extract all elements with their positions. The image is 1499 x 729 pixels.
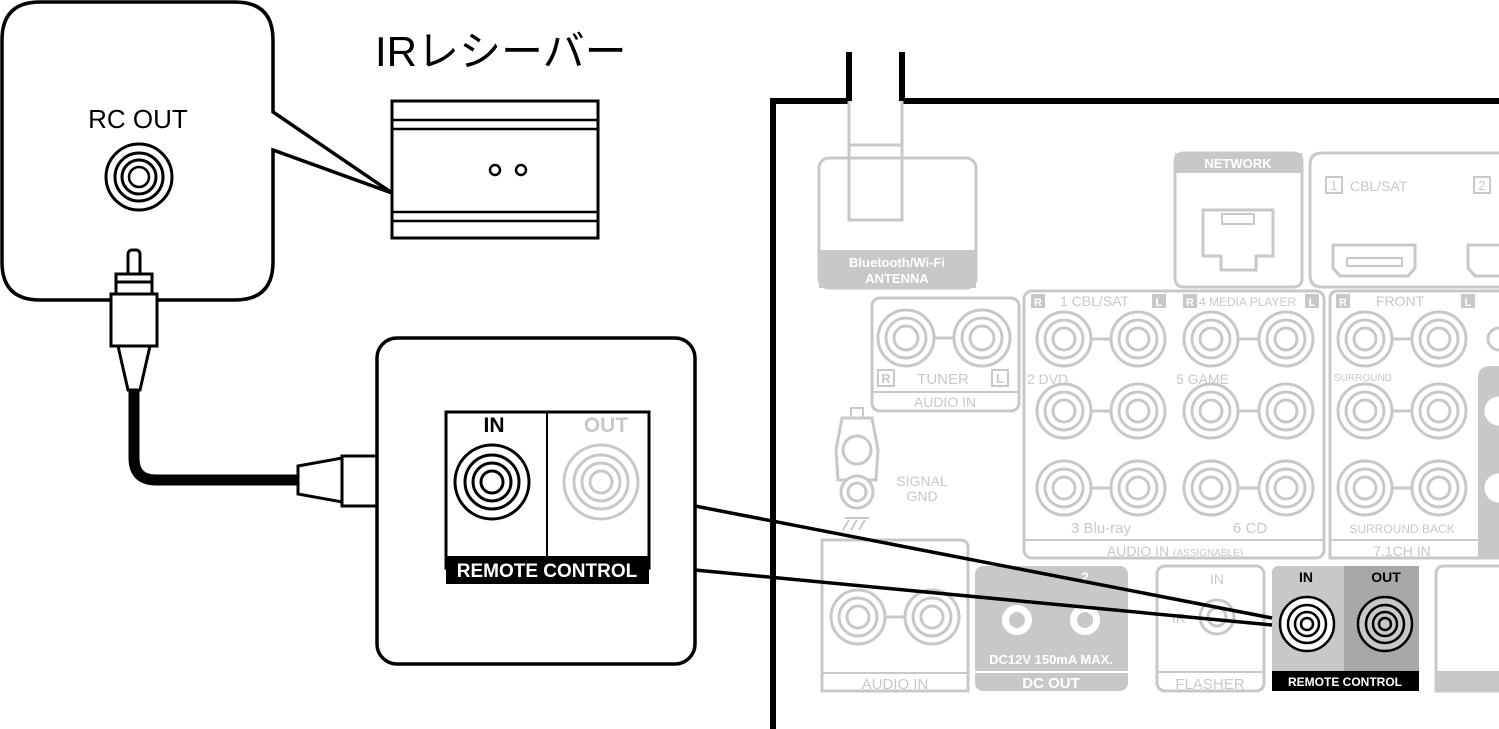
cd-label: 6 CD bbox=[1233, 520, 1267, 537]
signal-gnd-label-2: GND bbox=[906, 488, 937, 504]
ch71-in-label: 7.1CH IN bbox=[1373, 543, 1431, 559]
rear-remote-control: IN OUT REMOTE CONTROL bbox=[1272, 566, 1419, 691]
hdmi-1-num: 1 bbox=[1330, 178, 1337, 193]
ir-receiver-device bbox=[390, 99, 600, 240]
assign-r-badge-2: R bbox=[1186, 297, 1194, 309]
front-r-badge: R bbox=[1339, 297, 1347, 309]
rear-remote-in-jack bbox=[1278, 595, 1336, 653]
zoom-in-label: IN bbox=[484, 414, 505, 437]
assign-r-badge-1: R bbox=[1034, 297, 1042, 309]
network-port: NETWORK bbox=[1173, 151, 1304, 289]
network-label: NETWORK bbox=[1204, 156, 1272, 171]
hdmi-1-label: CBL/SAT bbox=[1350, 178, 1408, 194]
tuner-audio-in-label: AUDIO IN bbox=[914, 394, 976, 410]
signal-gnd-label-1: SIGNAL bbox=[896, 473, 948, 489]
flasher: IN IR FLASHER bbox=[1155, 564, 1266, 693]
tuner-audio-in: R TUNER L AUDIO IN bbox=[870, 296, 1021, 413]
rear-remote-control-label: REMOTE CONTROL bbox=[1288, 675, 1402, 689]
dc-out-num: 2 bbox=[1081, 569, 1089, 585]
dc-out-label: DC OUT bbox=[1022, 675, 1080, 692]
game-label: 5 GAME bbox=[1176, 371, 1229, 387]
assign-l-badge-1: L bbox=[1156, 297, 1163, 309]
rear-remote-in-label: IN bbox=[1299, 569, 1313, 585]
bluray-label: 3 Blu-ray bbox=[1071, 520, 1132, 537]
multi-channel-in: R FRONT L SURROUND SURROUND BACK 7.1CH I… bbox=[1328, 289, 1499, 560]
assignable-audio-in: R 1 CBL/SAT L R 4 MEDIA PLAYER L bbox=[1022, 289, 1326, 560]
rc-out-jack bbox=[104, 142, 174, 212]
antenna-label-line1: Bluetooth/Wi-Fi bbox=[849, 255, 945, 270]
zoom-callout-lines bbox=[694, 504, 1273, 627]
media-player-label: 4 MEDIA PLAYER bbox=[1199, 295, 1296, 309]
receiver-rear-panel: Bluetooth/Wi-Fi ANTENNA NETWORK 1 CBL/SA… bbox=[770, 52, 1499, 729]
tuner-l-badge: L bbox=[996, 371, 1004, 386]
dc-out-spec: DC12V 150mA MAX. bbox=[989, 652, 1113, 667]
ir-sensor-dot-2 bbox=[514, 163, 528, 177]
audio-in-assignable-label: AUDIO IN (ASSIGNABLE) bbox=[1107, 543, 1243, 559]
zoom-panel: REMOTE CONTROL IN OUT bbox=[375, 336, 697, 666]
front-l-badge: L bbox=[1465, 297, 1472, 309]
surround-back-label: SURROUND BACK bbox=[1349, 522, 1454, 536]
ir-receiver-title: IRレシーバー bbox=[375, 28, 627, 75]
zoom-in-jack bbox=[453, 443, 531, 521]
rear-remote-out-jack bbox=[1356, 595, 1414, 653]
flasher-label: FLASHER bbox=[1175, 676, 1244, 693]
cbl-sat-label: 1 CBL/SAT bbox=[1060, 293, 1129, 309]
dvd-label: 2 DVD bbox=[1027, 371, 1068, 387]
tuner-r-badge: R bbox=[881, 371, 891, 386]
front-label: FRONT bbox=[1376, 293, 1425, 309]
bottom-audio-in-label: AUDIO IN bbox=[862, 676, 929, 693]
ir-sensor-dot-1 bbox=[488, 163, 502, 177]
tuner-label: TUNER bbox=[917, 371, 969, 388]
hdmi-2-num: 2 bbox=[1478, 178, 1485, 193]
surround-label: SURROUND bbox=[1334, 373, 1392, 384]
assign-jacks bbox=[1035, 310, 1315, 517]
signal-gnd: SIGNAL GND bbox=[834, 407, 948, 531]
zoom-remote-control-label: REMOTE CONTROL bbox=[457, 561, 638, 582]
wifi-antenna: Bluetooth/Wi-Fi ANTENNA bbox=[817, 52, 978, 290]
rc-out-label: RC OUT bbox=[88, 104, 188, 134]
zoom-out-label: OUT bbox=[584, 414, 629, 437]
dc-out: 2 DC12V 150mA MAX. DC OUT bbox=[975, 566, 1128, 692]
multi-ch-jacks bbox=[1336, 310, 1499, 517]
rear-remote-out-label: OUT bbox=[1371, 569, 1401, 585]
flasher-ir-label: IR bbox=[1172, 610, 1186, 626]
flasher-in-label: IN bbox=[1210, 571, 1224, 587]
antenna-label-line2: ANTENNA bbox=[865, 271, 929, 286]
zoom-out-jack bbox=[562, 443, 640, 521]
hdmi-area: 1 CBL/SAT 2 bbox=[1308, 151, 1499, 289]
ir-receiver-callout: RC OUT bbox=[0, 0, 393, 302]
assign-l-badge-2: L bbox=[1309, 297, 1316, 309]
bottom-audio-in: AUDIO IN bbox=[820, 538, 970, 693]
zoom-remote-control-bar bbox=[446, 556, 649, 584]
